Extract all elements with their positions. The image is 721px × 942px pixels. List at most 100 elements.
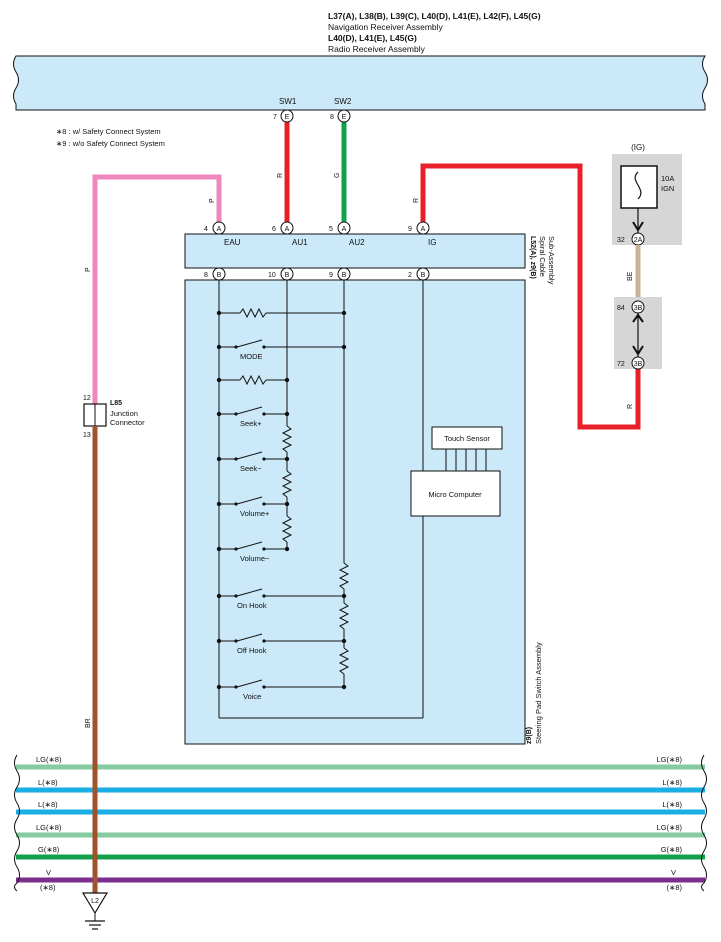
spiral-top-pin-au2: A 5 AU2 <box>329 221 365 247</box>
svg-text:3B: 3B <box>634 361 643 368</box>
svg-text:10: 10 <box>268 272 276 279</box>
spiral-cable-box <box>184 233 526 269</box>
svg-text:A: A <box>285 226 290 233</box>
spiral-bottom-pin-4: B 2 <box>408 267 430 281</box>
fuse-supply: (IG) <box>631 143 645 152</box>
wire-ground-color: BR <box>85 718 92 728</box>
svg-text:B: B <box>285 272 290 279</box>
svg-text:Micro Computer: Micro Computer <box>428 490 482 499</box>
spiral-top-pin-eau: A 4 EAU <box>204 221 241 247</box>
sw1-label: SW1 <box>279 97 297 106</box>
junction-connector: 12 13 L85 Junction Connector <box>83 395 145 439</box>
wire-eau-pink <box>92 174 222 404</box>
svg-text:E: E <box>342 114 347 121</box>
switch-contacts <box>234 345 266 689</box>
circuit-dots <box>216 310 347 690</box>
svg-text:IG: IG <box>428 238 436 247</box>
svg-text:Connector: Connector <box>110 418 145 427</box>
switch-volume-minus-label: Volume− <box>240 554 270 563</box>
svg-text:3B: 3B <box>634 305 643 312</box>
wire-ig-red <box>420 163 641 430</box>
wire-sw1-color: R <box>277 173 284 178</box>
note-with-safety-connect: ∗8 : w/ Safety Connect System <box>56 127 161 136</box>
switch-voice-label: Voice <box>243 692 261 701</box>
svg-text:5: 5 <box>329 226 333 233</box>
micro-computer-block: Micro Computer <box>410 470 501 517</box>
note-without-safety-connect: ∗9 : w/o Safety Connect System <box>56 139 165 148</box>
svg-text:B: B <box>421 272 426 279</box>
wire-fuse-color: BE <box>627 271 634 281</box>
receiver-assembly-box <box>13 55 708 111</box>
switch-seek-plus-label: Seek+ <box>240 419 262 428</box>
steering-pad-name: Steering Pad Switch Assembly <box>534 642 543 744</box>
sw2-pin-number: 8 <box>330 114 334 121</box>
fuse-pin-conn: 2A <box>634 237 643 244</box>
svg-text:12: 12 <box>83 395 91 402</box>
switch-on-hook-label: On Hook <box>237 601 267 610</box>
receiver-assembly-ids: L37(A), L38(B), L39(C), L40(D), L41(E), … <box>328 11 541 21</box>
svg-text:2: 2 <box>408 272 412 279</box>
spiral-bottom-pin-2: B 10 <box>268 267 294 281</box>
spiral-top-pin-ig: A 9 IG <box>408 221 436 247</box>
receiver-pin-e-2: E <box>337 109 351 123</box>
spiral-cable-sub: Sub-Assembly <box>547 236 556 285</box>
sw2-label: SW2 <box>334 97 352 106</box>
svg-text:13: 13 <box>83 432 91 439</box>
steering-pad-id: z9(B) <box>526 727 533 744</box>
svg-text:AU1: AU1 <box>292 238 308 247</box>
svg-text:A: A <box>342 226 347 233</box>
svg-text:4: 4 <box>204 226 208 233</box>
svg-text:EAU: EAU <box>224 238 241 247</box>
bus-label-left-5: G(∗8) <box>38 845 60 854</box>
wire-eau-color: P <box>209 198 216 203</box>
inline-connector-3b: 3B 84 3B 72 <box>614 297 662 370</box>
bus-label-left-3: L(∗8) <box>38 800 58 809</box>
svg-text:A: A <box>217 226 222 233</box>
bus-label-right-5: G(∗8) <box>661 845 683 854</box>
radio-assembly-ids: L40(D), L41(E), L45(G) <box>328 33 417 43</box>
bus-label-right-2: L(∗8) <box>662 778 682 787</box>
switch-volume-plus-label: Volume+ <box>240 509 270 518</box>
bus-label-right-6b: (∗8) <box>667 883 683 892</box>
bus-label-right-1: LG(∗8) <box>657 755 683 764</box>
sw1-pin-number: 7 <box>273 114 277 121</box>
receiver-pin-e-1: E <box>280 109 294 123</box>
spiral-bottom-pin-3: B 9 <box>329 267 351 281</box>
fuse-rating: 10A <box>661 174 674 183</box>
svg-text:B: B <box>342 272 347 279</box>
wire-fuse-in-color: R <box>627 404 634 409</box>
svg-text:9: 9 <box>329 272 333 279</box>
radio-assembly-name: Radio Receiver Assembly <box>328 44 426 54</box>
svg-text:L85: L85 <box>110 400 122 407</box>
fuse-icon <box>634 171 642 200</box>
bus-label-left-1: LG(∗8) <box>36 755 62 764</box>
svg-text:AU2: AU2 <box>349 238 365 247</box>
bus-break-marks <box>14 754 707 892</box>
spiral-bottom-pin-1: B 8 <box>204 267 226 281</box>
switch-off-hook-label: Off Hook <box>237 646 267 655</box>
wire-ig-color: R <box>413 198 420 203</box>
svg-text:Junction: Junction <box>110 409 138 418</box>
bus-label-left-2: L(∗8) <box>38 778 58 787</box>
bus-label-right-3: L(∗8) <box>662 800 682 809</box>
bus-label-right-6: V <box>671 868 676 877</box>
ground-icon: L2 <box>81 892 109 930</box>
spiral-top-pin-au1: A 6 AU1 <box>272 221 308 247</box>
wire-sw2-color: G <box>334 173 341 178</box>
switch-seek-minus-label: Seek− <box>240 464 262 473</box>
touch-sensor-block: Touch Sensor <box>431 426 503 471</box>
svg-text:A: A <box>421 226 426 233</box>
fuse-panel: (IG) 10A IGN 2A 32 <box>612 143 682 246</box>
wire-pink-long-color: P <box>85 267 92 272</box>
svg-text:L2: L2 <box>91 898 99 905</box>
spiral-cable-id: L52(A), z9(B) <box>529 236 536 279</box>
fuse-name: IGN <box>661 184 674 193</box>
bus-label-left-6b: (∗8) <box>40 883 56 892</box>
bus-wires <box>16 764 705 883</box>
spiral-cable-name: Spiral Cable <box>538 236 547 277</box>
svg-text:B: B <box>217 272 222 279</box>
svg-text:72: 72 <box>617 361 625 368</box>
bus-label-right-4: LG(∗8) <box>657 823 683 832</box>
bus-label-left-4: LG(∗8) <box>36 823 62 832</box>
